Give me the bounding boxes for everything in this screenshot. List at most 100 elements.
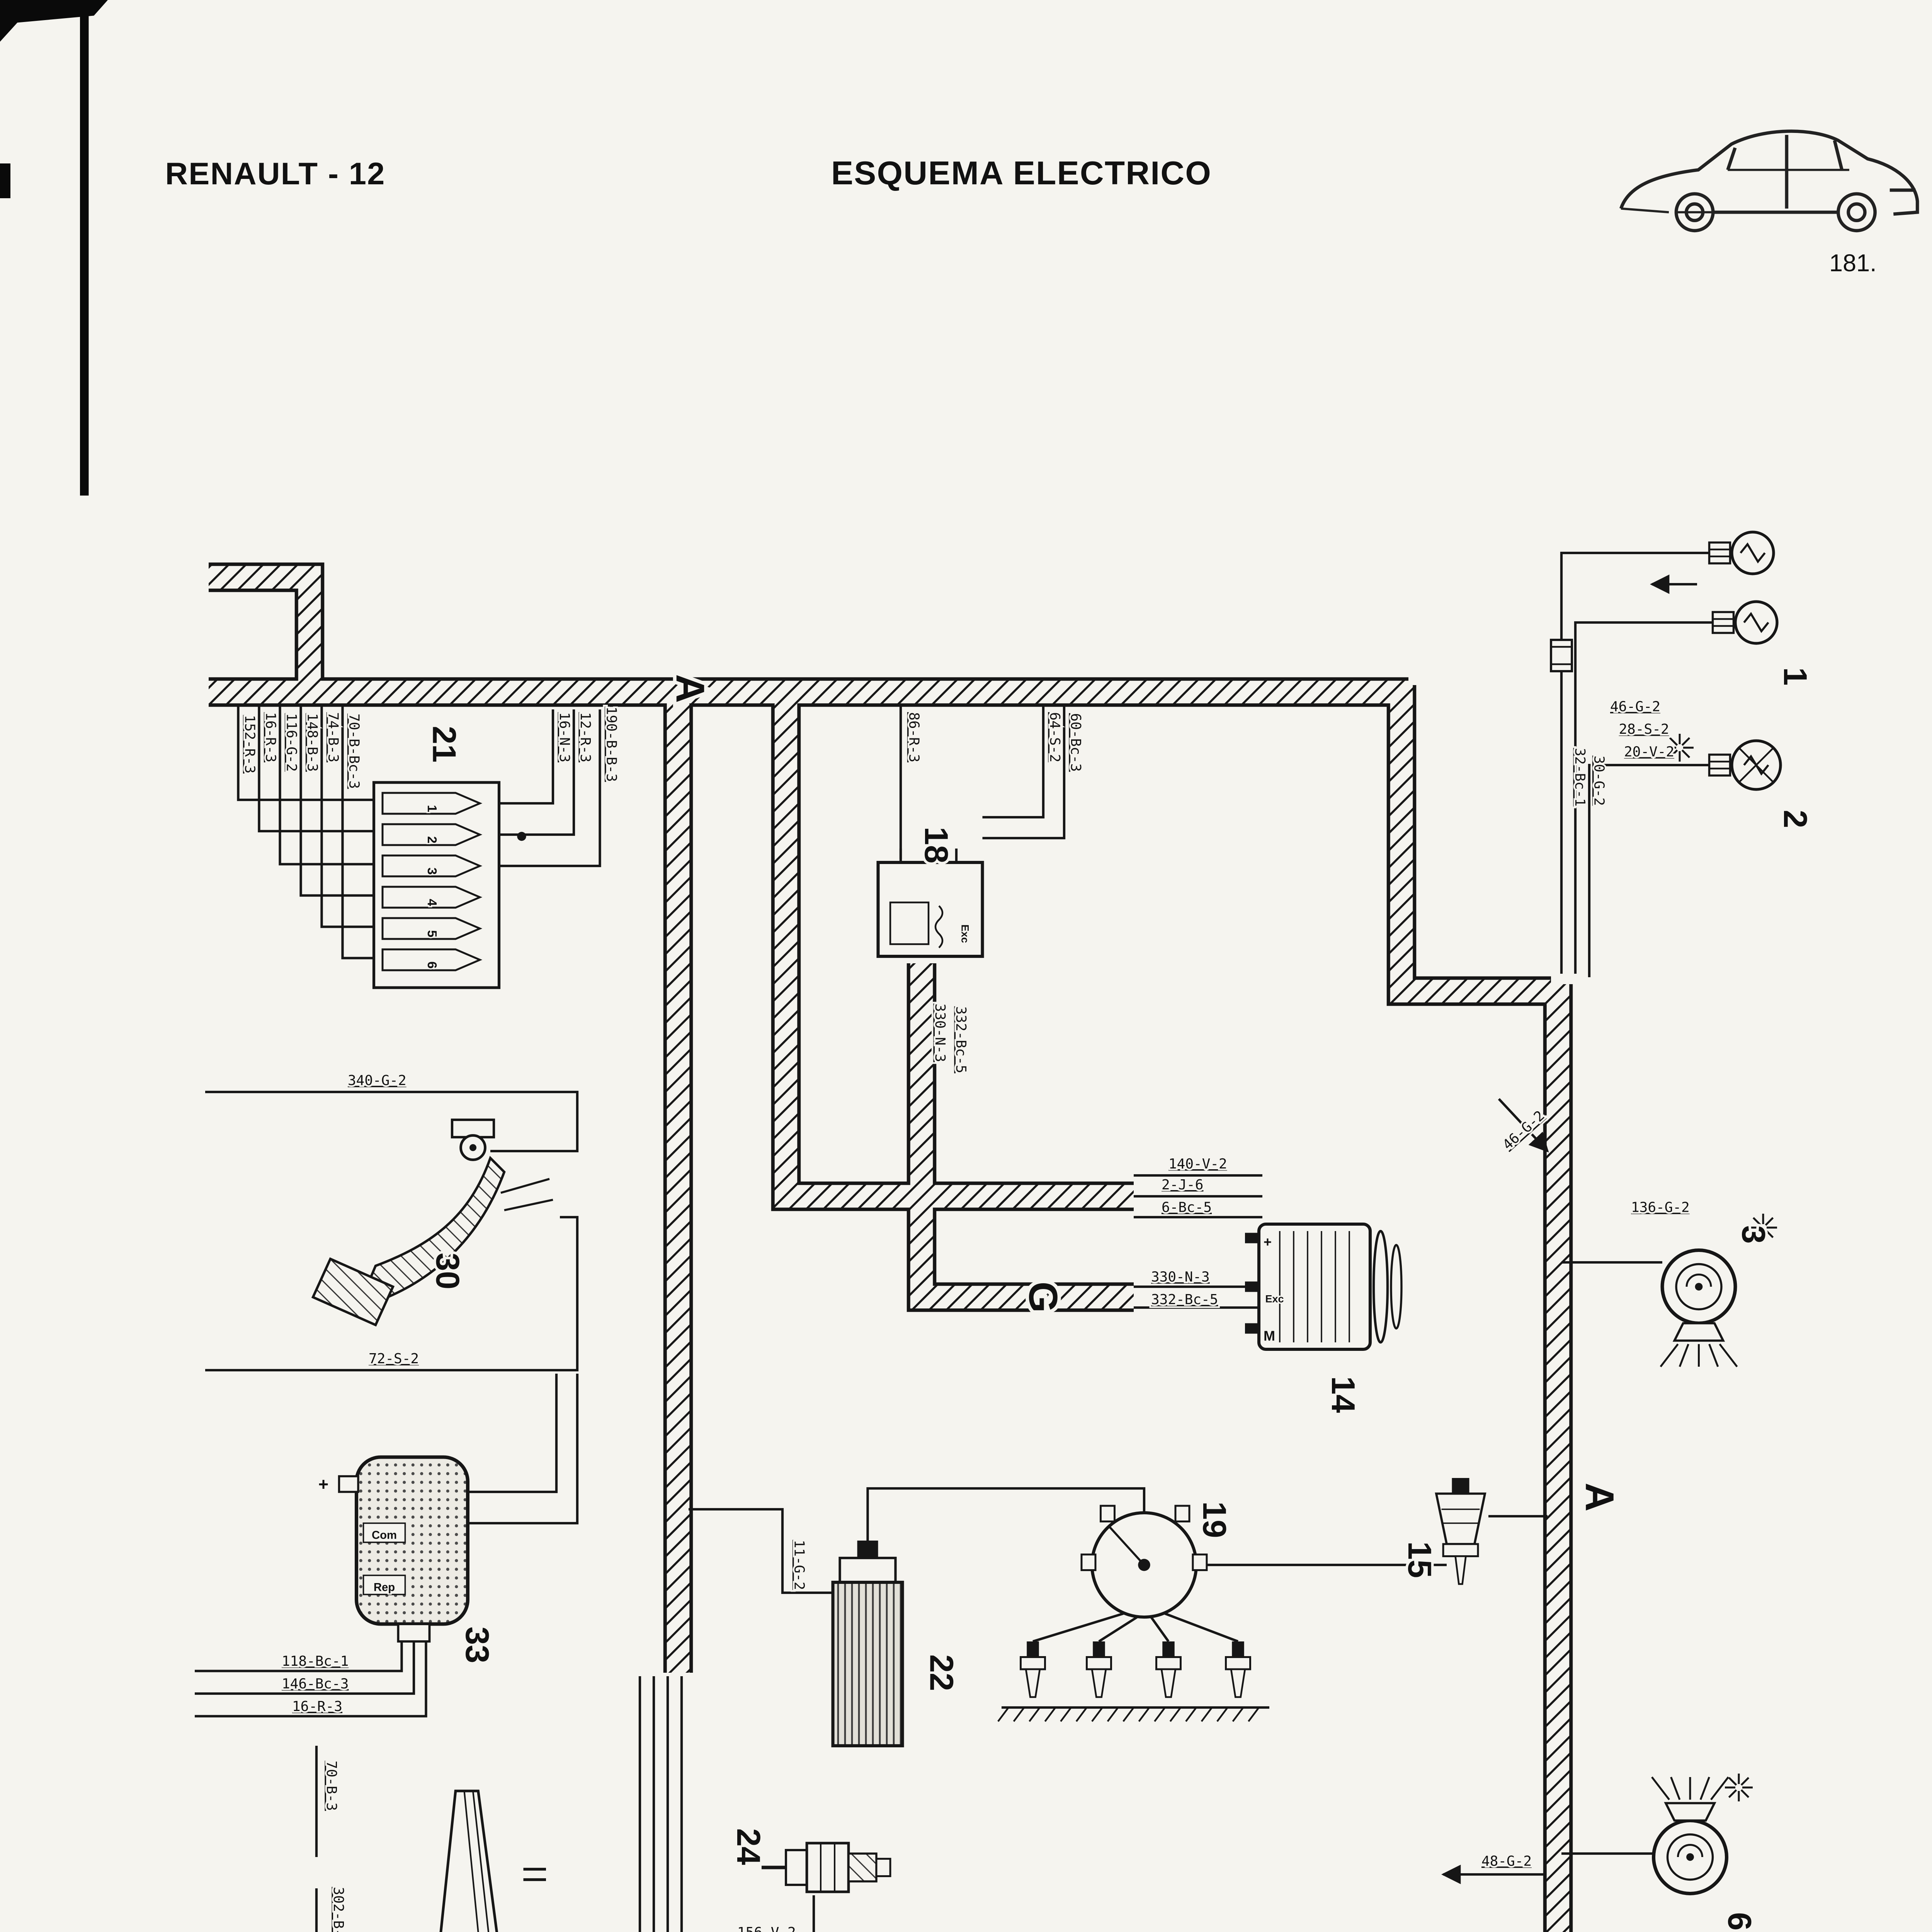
harness-letter: A xyxy=(668,674,713,703)
terminal-label: Exc xyxy=(1265,1293,1284,1305)
relay-33 xyxy=(338,1455,469,1643)
wire xyxy=(1098,1616,1138,1643)
component-number: 30 xyxy=(429,1253,466,1289)
page-number: 181. xyxy=(1829,248,1877,277)
connector-pin-number: 6 xyxy=(425,961,439,969)
component-number: 14 xyxy=(1325,1376,1361,1413)
component-number: 19 xyxy=(1196,1501,1233,1538)
wire-label: 190-B-B-3 xyxy=(604,706,619,782)
terminal-label: M xyxy=(1264,1328,1275,1344)
connector-pin-number: 3 xyxy=(425,867,439,875)
component-number: 2 xyxy=(1777,810,1813,828)
wire xyxy=(195,1641,427,1718)
wire-label: 60-Bc-3 xyxy=(1068,713,1083,772)
harness-band-hatch xyxy=(910,963,1134,1309)
wire-label: 32-Bc-1 xyxy=(1572,748,1588,807)
ignition-coil-22 xyxy=(831,1541,904,1748)
wire xyxy=(195,1641,403,1672)
wire xyxy=(205,1090,579,1153)
wire-label: 118-Bc-1 xyxy=(282,1653,349,1669)
harness-band-hatch xyxy=(209,566,321,685)
connector-pin-number: 4 xyxy=(425,899,439,906)
harness-band-hatch xyxy=(1390,685,1551,1003)
wire xyxy=(652,1676,655,1932)
spark-symbol xyxy=(1666,734,1694,762)
bulb-symbol xyxy=(1708,531,1775,575)
wire-label: 152-R-3 xyxy=(242,715,258,774)
harness-bands xyxy=(209,562,1573,1932)
wire-label: 16-R-3 xyxy=(292,1699,342,1714)
wire xyxy=(497,709,601,867)
bulb-symbol xyxy=(1708,739,1782,791)
wire-label: 16-N-3 xyxy=(556,712,572,762)
wire xyxy=(258,706,376,833)
wire-label: 70-B-3 xyxy=(323,1760,339,1811)
wire-label: 46-G-2 xyxy=(1500,1108,1548,1153)
component-number: 18 xyxy=(918,827,954,863)
wire-label: 70-B-Bc-3 xyxy=(346,713,362,789)
wire xyxy=(315,1888,318,1932)
component-number: 21 xyxy=(426,726,463,762)
wire xyxy=(666,1676,669,1932)
wire-label: 20-V-2 xyxy=(1624,744,1674,760)
wire xyxy=(1032,1612,1124,1643)
wire-label: 86-R-3 xyxy=(906,712,922,762)
wire xyxy=(638,1676,641,1932)
wire-label: 302-B-3 xyxy=(330,1887,346,1932)
component-number: 15 xyxy=(1401,1541,1438,1578)
wire xyxy=(468,1374,579,1525)
wire-label: 64-S-2 xyxy=(1047,712,1063,762)
terminal-label: + xyxy=(318,1475,328,1494)
wire-label: 6-Bc-5 xyxy=(1162,1200,1212,1216)
scan-mark xyxy=(0,0,108,42)
wire-label: 136-G-2 xyxy=(1631,1200,1690,1216)
spark-symbol xyxy=(1749,1214,1777,1242)
wire xyxy=(497,709,554,805)
horn-symbol xyxy=(1651,1776,1729,1895)
switch-24 xyxy=(762,1842,891,1893)
wire-label: 11-G-2 xyxy=(791,1540,807,1590)
connector-pin-number: 5 xyxy=(425,930,439,937)
wire-label: 48-G-2 xyxy=(1481,1854,1532,1869)
harness-band xyxy=(1386,685,1551,1006)
terminal-label: + xyxy=(1264,1234,1272,1250)
bulb-symbol xyxy=(1711,600,1779,645)
distributor-19 xyxy=(1080,1505,1208,1619)
wire xyxy=(982,706,1066,840)
component-number: 1 xyxy=(1777,667,1813,686)
components xyxy=(311,531,1782,1932)
wire xyxy=(1164,1612,1239,1643)
scan-mark xyxy=(0,163,10,198)
wire-label: 28-S-2 xyxy=(1619,721,1669,737)
wire xyxy=(680,1676,815,1932)
wire-label: 116-G-2 xyxy=(284,713,299,772)
flow-arrow xyxy=(1498,1098,1549,1153)
wire-label: 332-Bc-5 xyxy=(953,1006,969,1073)
component-number: 6 xyxy=(1721,1912,1758,1931)
wire-label: 330-N-3 xyxy=(932,1003,948,1062)
junction-dot xyxy=(517,832,526,841)
sensor-15 xyxy=(1435,1478,1486,1585)
pedal-30 xyxy=(311,1118,553,1327)
wire xyxy=(237,706,376,801)
harness-band xyxy=(209,562,325,685)
wire-label: 46-G-2 xyxy=(1610,699,1660,715)
wire xyxy=(1150,1616,1170,1642)
component-number: 33 xyxy=(459,1626,495,1663)
connector-pin-number: 2 xyxy=(425,836,439,844)
scan-line xyxy=(80,14,89,496)
harness-band-hatch xyxy=(774,699,1134,1208)
page-title: ESQUEMA ELECTRICO xyxy=(831,156,1212,193)
wire xyxy=(982,706,1045,819)
model-title: RENAULT - 12 xyxy=(165,156,386,191)
wire xyxy=(205,1216,579,1372)
terminal-label: Com xyxy=(372,1529,397,1542)
spark-plugs xyxy=(997,1641,1260,1722)
wire-label: 74-B-3 xyxy=(325,712,341,762)
spark-symbol xyxy=(1725,1774,1753,1801)
wire-label: 16-R-3 xyxy=(263,712,279,762)
